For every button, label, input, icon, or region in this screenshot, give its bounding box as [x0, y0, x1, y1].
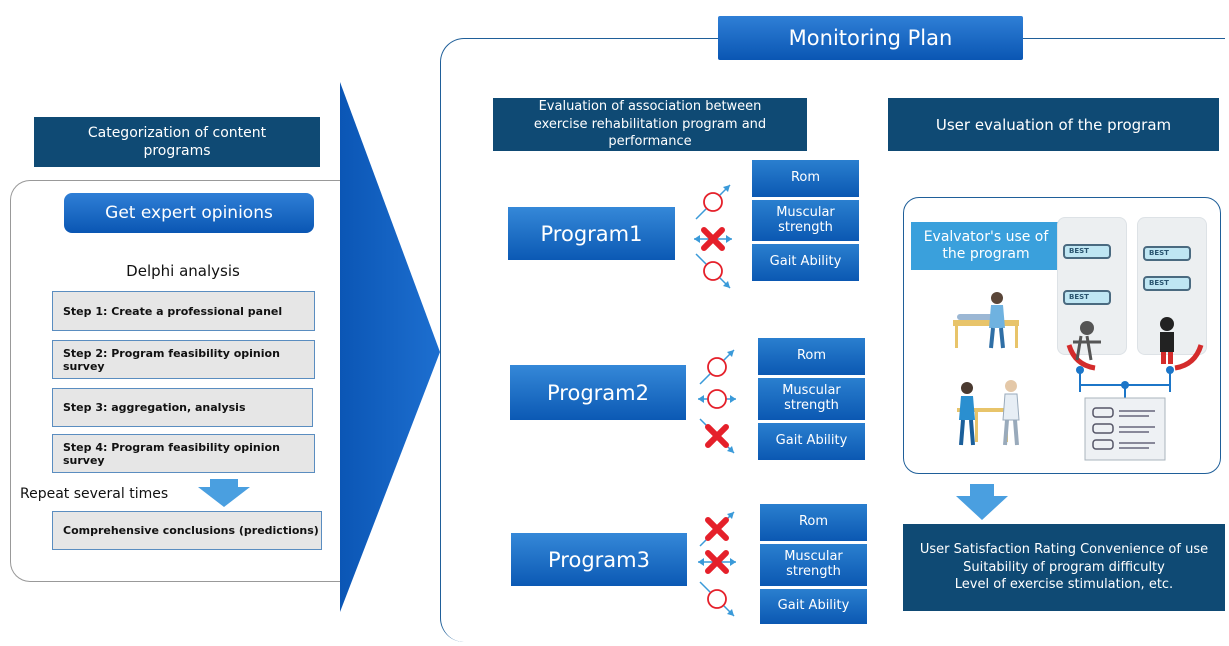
- program-1-metric-rom: Rom: [752, 160, 859, 197]
- result-line-2: Suitability of program difficulty: [963, 559, 1165, 575]
- step-2: Step 2: Program feasibility opinion surv…: [52, 340, 315, 379]
- step-3: Step 3: aggregation, analysis: [52, 388, 313, 427]
- user-evaluation-header: User evaluation of the program: [888, 98, 1219, 151]
- circle-down-icon: [699, 581, 735, 617]
- program-3: Program3: [511, 533, 687, 586]
- program-2: Program2: [510, 365, 686, 420]
- circle-up-icon: [699, 349, 735, 385]
- triangle-arrow-icon: [340, 82, 440, 612]
- step-1: Step 1: Create a professional panel: [52, 291, 315, 331]
- circle-icon: [698, 389, 736, 409]
- evaluator-label: Evalvator's use of the program: [911, 222, 1061, 270]
- expert-opinions-button[interactable]: Get expert opinions: [64, 193, 314, 233]
- down-arrow-icon: [956, 484, 1008, 520]
- result-line-1: User Satisfaction Rating Convenience of …: [919, 542, 1209, 558]
- category-title: Categorization of content programs: [34, 117, 320, 167]
- program-3-metric-strength: Muscular strength: [760, 544, 867, 586]
- best-badge: BEST: [1063, 290, 1111, 305]
- circle-down-icon: [695, 253, 731, 289]
- program-3-metric-rom: Rom: [760, 504, 867, 541]
- circle-up-icon: [695, 184, 731, 220]
- program-3-metric-gait: Gait Ability: [760, 589, 867, 624]
- delphi-title: Delphi analysis: [126, 262, 240, 280]
- best-badge: BEST: [1143, 246, 1191, 261]
- program-2-metric-rom: Rom: [758, 338, 865, 375]
- cross-icon: [699, 418, 735, 454]
- conclusion: Comprehensive conclusions (predictions): [52, 511, 322, 550]
- program-1-metric-gait: Gait Ability: [752, 244, 859, 281]
- cross-icon: [698, 550, 736, 574]
- cross-icon: [699, 511, 735, 547]
- repeat-text: Repeat several times: [20, 486, 169, 502]
- program-2-metric-gait: Gait Ability: [758, 423, 865, 460]
- down-arrow-icon: [198, 479, 250, 507]
- program-1: Program1: [508, 207, 675, 260]
- cross-icon: [694, 227, 732, 251]
- program-2-metric-strength: Muscular strength: [758, 378, 865, 420]
- evaluation-header: Evaluation of association between exerci…: [493, 98, 807, 151]
- result-line-3: Level of exercise stimulation, etc.: [954, 577, 1174, 593]
- flow-illustration: [953, 292, 1204, 461]
- best-badge: BEST: [1143, 276, 1191, 291]
- program-1-metric-strength: Muscular strength: [752, 200, 859, 241]
- step-4: Step 4: Program feasibility opinion surv…: [52, 434, 315, 473]
- best-badge: BEST: [1063, 244, 1111, 259]
- result-box: User Satisfaction Rating Convenience of …: [903, 524, 1225, 611]
- monitoring-title: Monitoring Plan: [718, 16, 1023, 60]
